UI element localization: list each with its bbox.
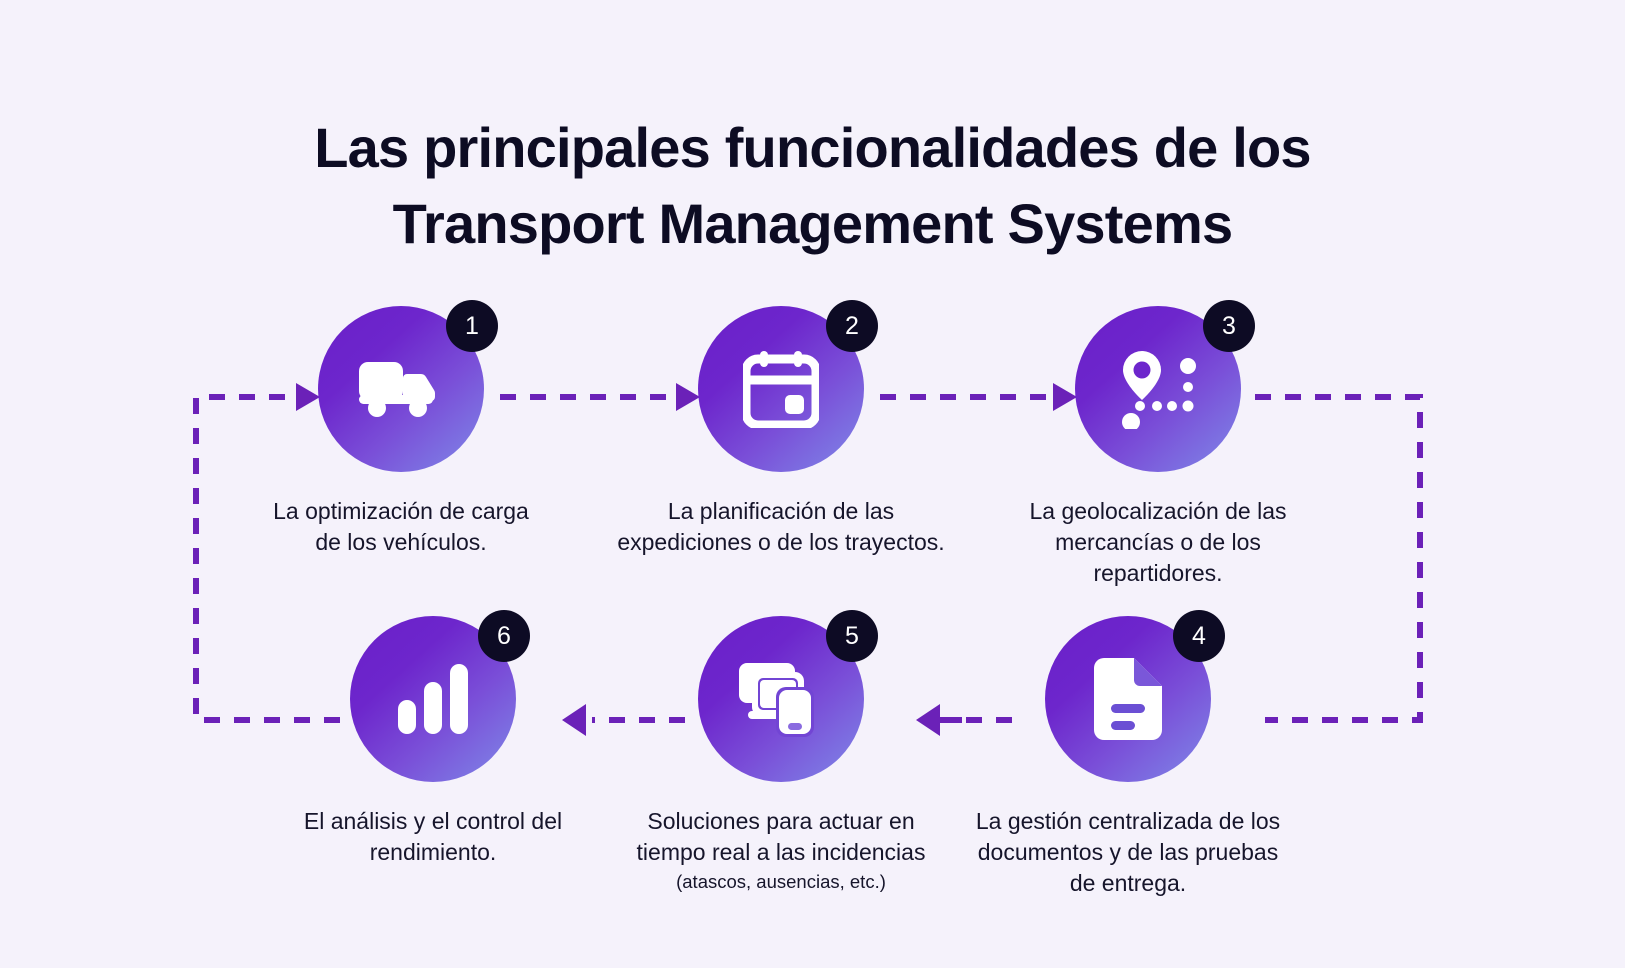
step-5-bubble-wrap: 5 (698, 610, 878, 782)
step-4-caption-line-2: documentos y de las pruebas (977, 839, 1279, 865)
step-node-3[interactable]: 3 La geolocalización de las mercancías o… (993, 300, 1323, 589)
step-5-caption-line-2: tiempo real a las incidencias (636, 839, 926, 865)
step-2-caption-line-1: La planificación de las (667, 498, 895, 524)
step-3-caption: La geolocalización de las mercancías o d… (993, 496, 1323, 589)
step-2-number-badge: 2 (826, 300, 878, 352)
step-5-caption-sub: (atascos, ausencias, etc.) (676, 871, 886, 892)
step-3-number-badge: 3 (1203, 300, 1255, 352)
step-1-caption-line-2: de los vehículos. (315, 529, 487, 555)
step-3-bubble-wrap: 3 (1075, 300, 1255, 472)
document-icon (1094, 658, 1162, 740)
step-5-caption: Soluciones para actuar en tiempo real a … (616, 806, 946, 894)
step-node-6[interactable]: 6 El análisis y el control del rendimien… (268, 610, 598, 868)
bar-chart-icon (398, 664, 468, 734)
step-4-caption-line-1: La gestión centralizada de los (975, 808, 1281, 834)
step-6-number-badge: 6 (478, 610, 530, 662)
page-title-line-1: Las principales funcionalidades de los (314, 115, 1311, 179)
step-6-caption: El análisis y el control del rendimiento… (268, 806, 598, 868)
truck-icon (359, 362, 435, 417)
step-6-bubble-wrap: 6 (350, 610, 530, 782)
step-node-4[interactable]: 4 La gestión centralizada de los documen… (963, 610, 1293, 899)
step-2-caption: La planificación de las expediciones o d… (616, 496, 946, 558)
step-4-caption-line-3: de entrega. (1069, 870, 1187, 896)
devices-icon (739, 663, 814, 737)
calendar-icon (743, 351, 819, 428)
step-5-number-badge: 5 (826, 610, 878, 662)
map-pin-route-icon (1122, 351, 1196, 429)
step-6-caption-line-1: El análisis y el control del (303, 808, 563, 834)
step-2-bubble-wrap: 2 (698, 300, 878, 472)
step-2-caption-line-2: expediciones o de los trayectos. (617, 529, 945, 555)
step-1-bubble-wrap: 1 (318, 300, 498, 472)
step-node-5[interactable]: 5 Soluciones para actuar en tiempo real … (616, 610, 946, 894)
step-5-caption-line-1: Soluciones para actuar en (647, 808, 915, 834)
step-1-number-badge: 1 (446, 300, 498, 352)
step-1-caption-line-1: La optimización de carga (273, 498, 529, 524)
step-node-1[interactable]: 1 La optimización de carga de los vehícu… (236, 300, 566, 558)
step-1-caption: La optimización de carga de los vehículo… (236, 496, 566, 558)
step-4-number-badge: 4 (1173, 610, 1225, 662)
step-3-caption-line-1: La geolocalización de las (1029, 498, 1287, 524)
step-node-2[interactable]: 2 La planificación de las expediciones o… (616, 300, 946, 558)
page-title-line-2: Transport Management Systems (392, 191, 1233, 255)
page-title: Las principales funcionalidades de los T… (0, 110, 1625, 262)
step-6-caption-line-2: rendimiento. (369, 839, 497, 865)
step-4-caption: La gestión centralizada de los documento… (963, 806, 1293, 899)
step-3-caption-line-2: mercancías o de los repartidores. (1055, 529, 1261, 586)
step-4-bubble-wrap: 4 (1045, 610, 1225, 782)
